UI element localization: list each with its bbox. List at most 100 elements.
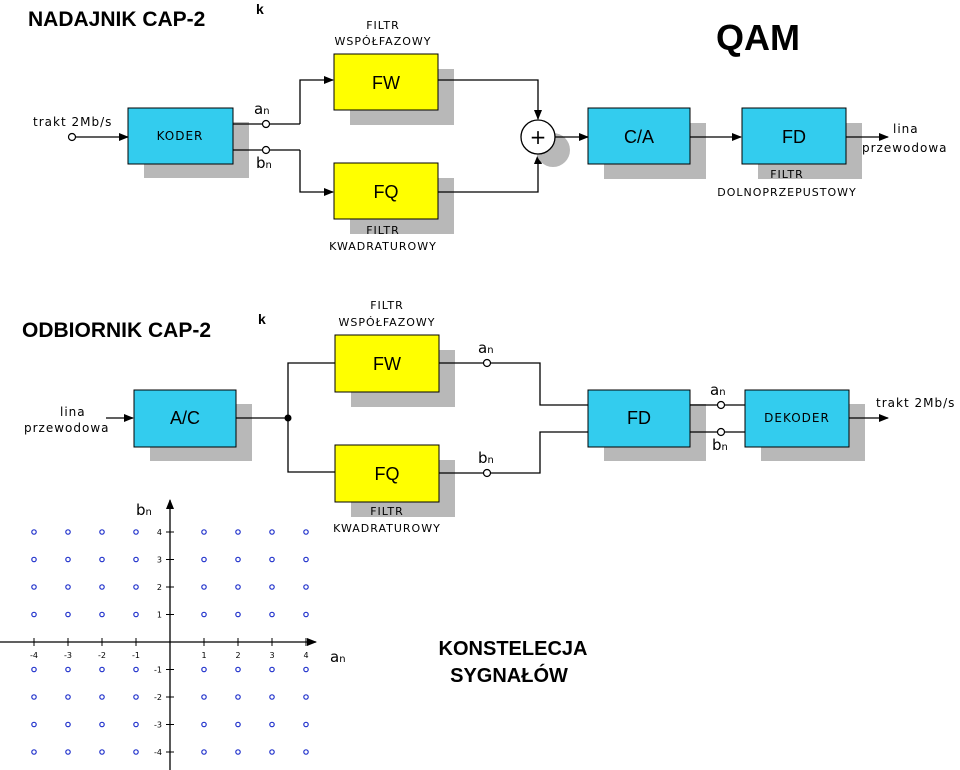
tx-output-1: lina — [893, 122, 919, 136]
constellation-point — [133, 749, 139, 755]
constellation-point — [65, 611, 71, 618]
constellation-point — [303, 556, 309, 563]
constellation-point — [303, 611, 309, 618]
constellation-point — [31, 749, 37, 755]
rx-fq-caption-2: KWADRATUROWY — [333, 522, 441, 535]
y-axis-label: bn — [136, 501, 152, 519]
coder-label: KODER — [157, 129, 204, 143]
constellation-point — [235, 666, 241, 673]
tx-input-terminal — [67, 132, 77, 142]
receiver-title-sup: k — [258, 311, 266, 327]
summer-plus: + — [530, 125, 547, 149]
constellation-point — [235, 529, 241, 535]
tx-input-label: trakt 2Mb/s — [33, 115, 112, 129]
decoder-block: DEKODER — [744, 389, 865, 461]
constellation-point — [31, 611, 37, 618]
constellation-point — [235, 749, 241, 755]
constellation-point — [65, 556, 71, 563]
constellation-point — [65, 529, 71, 535]
constellation-point — [65, 721, 71, 728]
rx-fw-block: FW — [334, 334, 455, 407]
constellation-point — [99, 694, 105, 700]
constellation-point — [303, 529, 309, 535]
constellation-point — [201, 749, 207, 755]
tx-fw-label: FW — [372, 73, 400, 93]
constellation-point — [99, 584, 105, 590]
constellation-point — [133, 584, 139, 590]
constellation-point — [99, 666, 105, 673]
constellation-point — [201, 529, 207, 535]
constellation-point — [269, 611, 275, 618]
x-tick-label: -2 — [98, 651, 106, 660]
constellation-point — [235, 694, 241, 700]
summer-node: + — [520, 119, 570, 167]
tx-fq-block: FQ — [333, 162, 454, 234]
rx-an-label: an — [478, 339, 494, 357]
rx-fq-caption-1: FILTR — [370, 505, 404, 518]
constellation-point — [31, 584, 37, 590]
ac-block: A/C — [133, 389, 252, 461]
receiver-title: ODBIORNIK CAP-2 — [22, 319, 211, 342]
ca-label: C/A — [624, 127, 654, 147]
x-tick-label: 2 — [235, 651, 240, 660]
constellation-point — [269, 529, 275, 535]
constellation-point — [99, 556, 105, 563]
constellation-point — [269, 749, 275, 755]
rx-input-1: lina — [60, 405, 86, 419]
constellation-point — [303, 694, 309, 700]
rx-input-2: przewodowa — [24, 421, 110, 435]
constellation-point — [269, 584, 275, 590]
tx-bn-label: bn — [256, 154, 272, 172]
y-tick-label: 1 — [157, 611, 162, 620]
x-axis-label: an — [330, 648, 346, 666]
constellation-point — [303, 584, 309, 590]
tx-an-label: an — [254, 100, 270, 118]
constellation-point — [99, 721, 105, 728]
constellation-point — [65, 584, 71, 590]
ac-label: A/C — [170, 408, 200, 428]
qam-title: QAM — [716, 17, 800, 58]
constellation-point — [201, 721, 207, 728]
y-tick-label: 3 — [157, 556, 162, 565]
constellation-point — [31, 694, 37, 700]
transmitter-title-sup: k — [256, 1, 264, 17]
decoder-label: DEKODER — [764, 411, 830, 425]
rx-out-an-label: an — [710, 381, 726, 399]
rx-output-label: trakt 2Mb/s — [876, 396, 955, 410]
constellation-point — [133, 694, 139, 700]
rx-fd-block: FD — [587, 389, 706, 461]
constellation-point — [99, 611, 105, 618]
constellation-point — [303, 749, 309, 755]
y-tick-label: 4 — [157, 528, 162, 537]
constellation-point — [201, 611, 207, 618]
constellation-point — [303, 666, 309, 673]
constellation-point — [133, 611, 139, 618]
tx-output-2: przewodowa — [862, 141, 948, 155]
constellation-point — [31, 529, 37, 535]
y-tick-label: -2 — [154, 693, 162, 702]
constellation-point — [269, 556, 275, 563]
constellation-point — [133, 666, 139, 673]
tx-fd-label: FD — [782, 127, 806, 147]
constellation-point — [235, 556, 241, 563]
constellation-point — [99, 529, 105, 535]
constellation-point — [65, 749, 71, 755]
constellation-point — [31, 666, 37, 673]
receiver-section: ODBIORNIK CAP-2 k lina przewodowa A/C FI… — [22, 299, 955, 535]
tx-fq-caption-2: KWADRATUROWY — [329, 240, 437, 253]
ca-block: C/A — [587, 107, 706, 179]
x-tick-label: 3 — [269, 651, 274, 660]
tx-fd-caption-1: FILTR — [770, 168, 804, 181]
rx-fq-label: FQ — [375, 464, 400, 484]
tx-fq-caption-1: FILTR — [366, 224, 400, 237]
tx-fw-block: FW — [333, 53, 454, 125]
x-tick-label: -4 — [30, 651, 38, 660]
x-tick-label: 1 — [201, 651, 206, 660]
constellation-point — [235, 611, 241, 618]
y-tick-label: -3 — [154, 721, 162, 730]
constellation-point — [235, 584, 241, 590]
y-tick-label: -1 — [154, 666, 162, 675]
constellation-point — [269, 666, 275, 673]
constellation-point — [201, 584, 207, 590]
